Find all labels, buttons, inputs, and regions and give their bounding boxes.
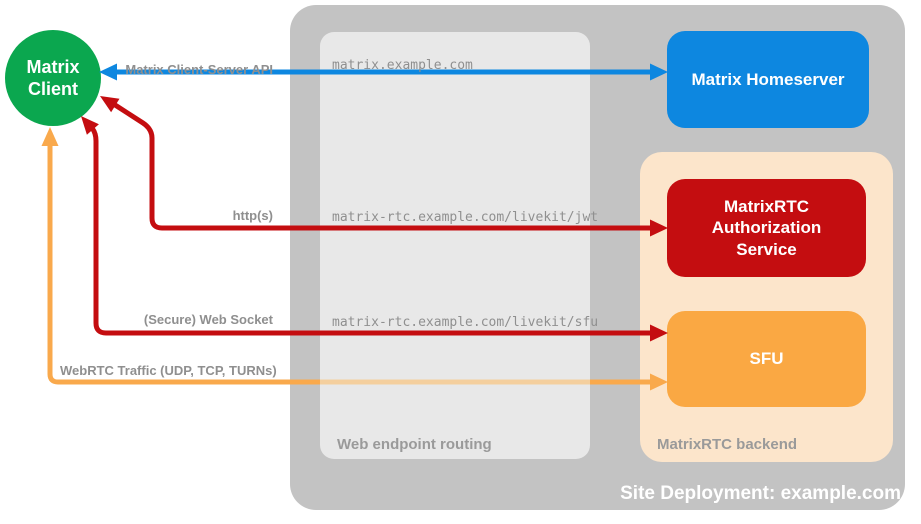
web-endpoint-routing-label: Web endpoint routing: [337, 436, 492, 453]
jwt-endpoint-url: matrix-rtc.example.com/livekit/jwt: [332, 210, 599, 225]
homeserver-endpoint-url: matrix.example.com: [332, 58, 473, 73]
matrixrtc-auth-service-label: MatrixRTC Authorization Service: [711, 197, 822, 259]
sfu-endpoint-url: matrix-rtc.example.com/livekit/sfu: [332, 315, 599, 330]
matrix-homeserver-node: Matrix Homeserver: [667, 31, 869, 128]
matrix-homeserver-label: Matrix Homeserver: [691, 69, 845, 89]
matrixrtc-backend-label: MatrixRTC backend: [657, 436, 798, 453]
https-arrow-label: http(s): [232, 208, 273, 223]
client-server-api-arrow-label: Matrix Client-Server API: [125, 62, 273, 77]
site-deployment-label: Site Deployment: example.com: [620, 483, 901, 504]
web-endpoint-routing-group: [320, 32, 590, 459]
sfu-label: SFU: [749, 349, 784, 369]
matrix-client-label-line1: Matrix: [26, 57, 80, 77]
matrix-client-label-line2: Client: [27, 79, 78, 99]
matrix-client-node: Matrix Client: [5, 30, 101, 126]
web-socket-arrow-label: (Secure) Web Socket: [143, 312, 273, 327]
webrtc-traffic-arrow-label: WebRTC Traffic (UDP, TCP, TURNs): [60, 363, 277, 378]
matrixrtc-auth-service-node: MatrixRTC Authorization Service: [667, 179, 866, 277]
sfu-node: SFU: [667, 311, 866, 407]
